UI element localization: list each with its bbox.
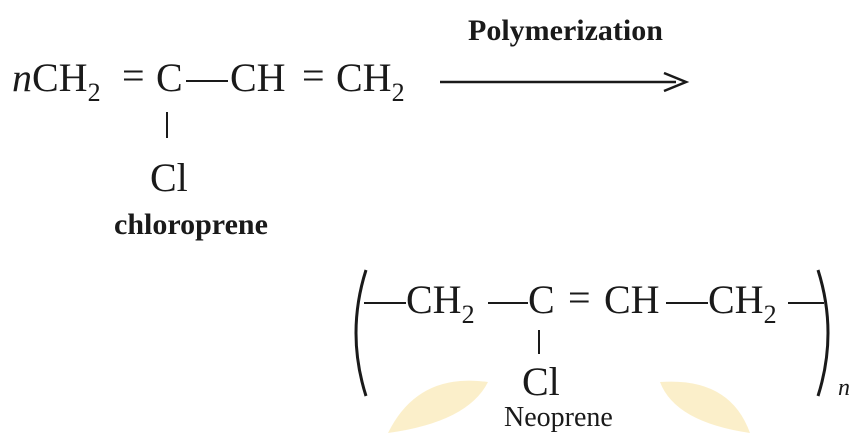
reactant-ch: CH — [230, 55, 286, 100]
reactant-cl: Cl — [150, 155, 188, 200]
product-left-bond — [364, 302, 406, 304]
product-bond-2 — [488, 302, 528, 304]
left-parenthesis — [354, 269, 368, 397]
repeat-subscript: n — [838, 375, 850, 401]
reactant-coefficient: n — [12, 55, 32, 100]
product-double-bond: = — [568, 275, 591, 320]
watermark-leaf-left-icon — [388, 380, 488, 433]
reactant-carbon: C — [156, 55, 183, 100]
product-ch2-right: CH2 — [708, 277, 777, 329]
product-ch: CH — [604, 277, 660, 322]
reactant-double-bond-2: = — [302, 53, 325, 98]
reactant-ch2-left-sub: 2 — [87, 78, 101, 107]
product-right-bond — [788, 302, 824, 304]
product-ch2-left: CH2 — [406, 277, 475, 329]
product-ch2-right-sub: 2 — [763, 300, 777, 329]
watermark-leaf-right-icon — [660, 381, 750, 433]
product-name: Neoprene — [504, 402, 613, 433]
reaction-arrow — [440, 71, 690, 93]
reactant-formula: nCH2 — [12, 55, 101, 106]
product-cl: Cl — [522, 359, 560, 404]
right-parenthesis — [816, 269, 830, 397]
reactant-ch2-right-sub: 2 — [391, 78, 405, 107]
reactant-double-bond-1: = — [122, 53, 145, 98]
reactant-name: chloroprene — [114, 208, 268, 241]
product-cl-bond — [538, 330, 540, 354]
product-carbon: C — [528, 277, 555, 322]
product-bond-3 — [666, 302, 708, 304]
reactant-ch2-right: CH2 — [336, 55, 405, 107]
reactant-cl-bond — [166, 112, 168, 138]
reactant-ch2-left: CH — [32, 55, 88, 100]
product-ch2-left-sub: 2 — [461, 300, 475, 329]
reactant-single-bond — [186, 80, 228, 82]
arrow-label: Polymerization — [468, 14, 663, 47]
